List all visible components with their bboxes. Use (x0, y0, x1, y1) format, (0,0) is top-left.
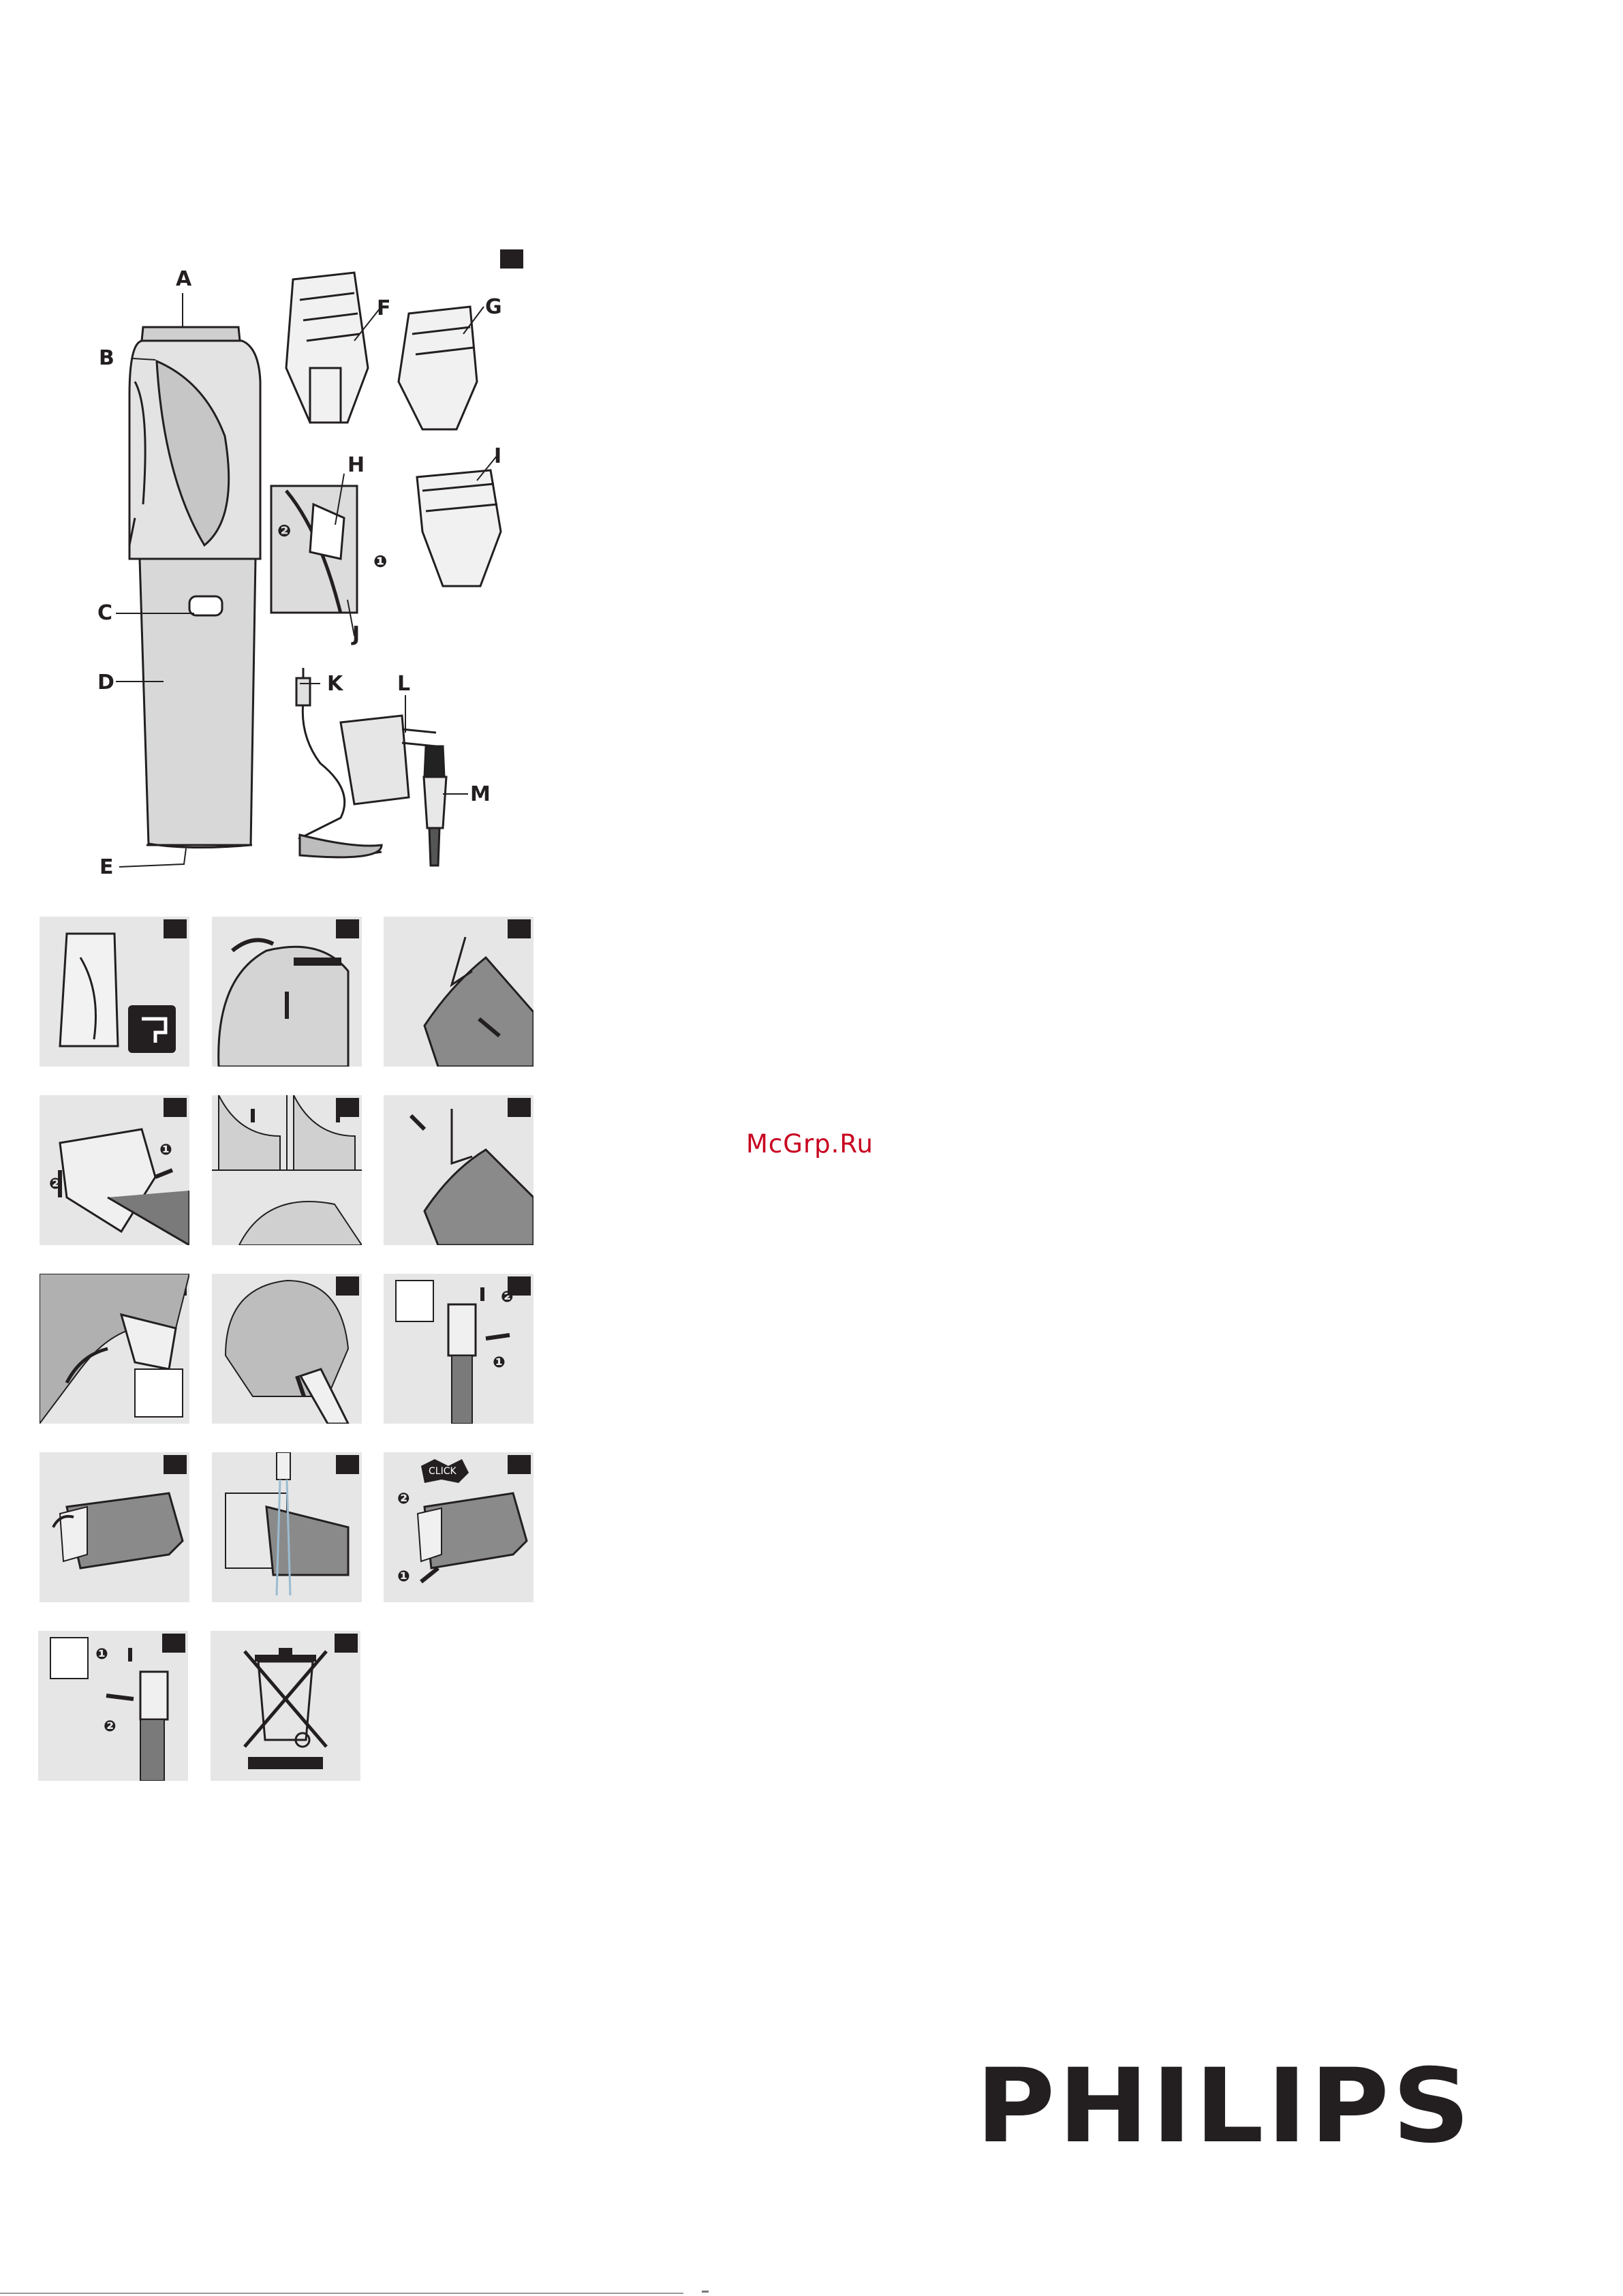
watermark-text: McGrp.Ru (746, 1129, 874, 1159)
figure-12-panel (212, 1452, 362, 1602)
footer-rule (0, 2293, 683, 2294)
trim-sides-illustration (212, 1095, 362, 1245)
figure-13-panel: CLICK ❷ ❶ (384, 1452, 534, 1602)
crossed-out-wheelie-bin-icon (211, 1631, 360, 1781)
label-i: I (494, 444, 501, 468)
open-cutting-unit-illustration (40, 1452, 189, 1602)
figure-6-panel (212, 1095, 362, 1245)
label-m: M (470, 782, 491, 806)
attach-comb-illustration (40, 1095, 189, 1245)
trim-neckline-illustration (212, 1274, 362, 1424)
remove-comb-illustration (384, 917, 534, 1067)
trim-around-ear-illustration (40, 1274, 189, 1424)
label-d: D (97, 671, 114, 694)
brand-logo: PHILIPS (976, 2055, 1473, 2158)
figure-15-panel (211, 1631, 360, 1781)
step-1-callout: ❶ (493, 1354, 506, 1371)
figure-1-illustration (0, 0, 545, 900)
label-c: C (97, 601, 112, 625)
step-2-callout: ❷ (277, 521, 291, 540)
step-1-callout: ❶ (95, 1646, 108, 1663)
label-b: B (99, 346, 114, 370)
step-2-callout: ❷ (397, 1490, 410, 1507)
figure-14-panel: ❶ ❷ (38, 1631, 188, 1781)
figure-11-panel (40, 1452, 189, 1602)
rinse-under-tap-illustration (212, 1452, 362, 1602)
click-burst-text: CLICK (429, 1466, 457, 1477)
figure-3-panel (212, 917, 362, 1067)
label-k: K (327, 672, 343, 696)
label-l: L (397, 672, 410, 696)
label-e: E (99, 855, 114, 879)
label-j: J (352, 622, 360, 646)
label-g: G (485, 295, 502, 319)
step-2-callout: ❷ (49, 1176, 62, 1193)
clipper-and-tap-icon (40, 917, 189, 1067)
step-2-callout: ❷ (501, 1289, 514, 1306)
insert-battery-cover-illustration (38, 1631, 188, 1781)
remove-comb-illustration (384, 1095, 534, 1245)
step-1-callout: ❶ (397, 1568, 410, 1585)
footer-mark (702, 2291, 709, 2293)
figure-10-panel: ❷ ❶ (384, 1274, 534, 1424)
figure-9-panel (212, 1274, 362, 1424)
figure-4-panel (384, 917, 534, 1067)
step-2-callout: ❷ (104, 1718, 117, 1735)
figure-8-panel (40, 1274, 189, 1424)
step-1-callout: ❶ (159, 1142, 172, 1159)
label-a: A (176, 267, 191, 291)
label-h: H (347, 453, 365, 477)
figure-2-panel (40, 917, 189, 1067)
figure-7-panel (384, 1095, 534, 1245)
label-f: F (377, 296, 391, 320)
figure-5-panel: ❶ ❷ (40, 1095, 189, 1245)
step-1-callout: ❶ (373, 552, 387, 571)
head-combing-illustration (212, 917, 362, 1067)
